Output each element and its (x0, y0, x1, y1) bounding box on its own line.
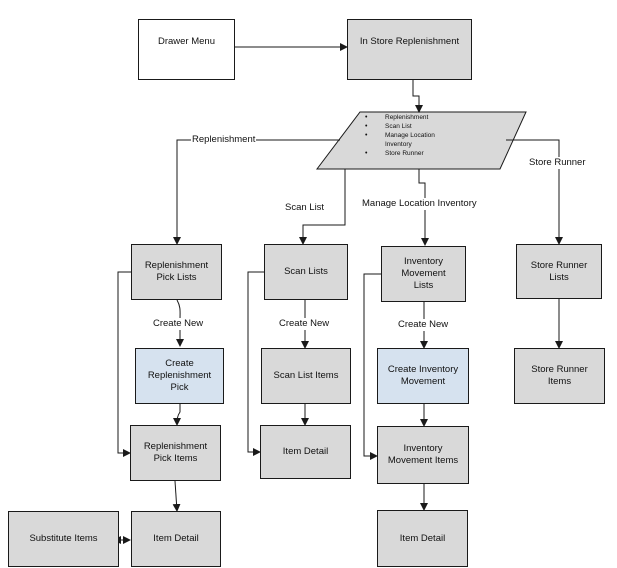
item-detail-label: Item Detail (282, 446, 329, 457)
edge-label-replenishment: Replenishment (191, 134, 257, 146)
edge-label-create-new: Create New (397, 319, 450, 331)
edge-create-to-pickitems (173, 404, 182, 426)
inventory-movement-lists-label: Inventory Movement Lists (401, 256, 446, 291)
replenishment-pick-lists-label: Replenishment Pick Lists (144, 260, 209, 283)
edge-instore-to-options (412, 80, 423, 113)
scan-lists-label: Scan Lists (284, 266, 328, 277)
replenishment-pick-items-node: Replenishment Pick Items (130, 425, 221, 481)
inventory-movement-lists-node: Inventory Movement Lists (381, 246, 466, 302)
in-store-replenishment-node: In Store Replenishment (347, 19, 472, 80)
scan-list-items-label: Scan List Items (273, 370, 339, 381)
substitute-items-node: Substitute Items (8, 511, 119, 567)
edge-scanlists-to-itemdetail (247, 271, 264, 456)
create-replenishment-pick-node: Create Replenishment Pick (135, 348, 224, 404)
edge-options-to-scanlist (299, 169, 346, 245)
edge-options-to-storerunner (506, 139, 563, 245)
edge-label-create-new: Create New (152, 318, 205, 330)
options-list-item: Store Runner (357, 149, 507, 158)
edge-label-store-runner: Store Runner (528, 157, 587, 169)
options-list-item: Manage Location Inventory (357, 131, 507, 149)
scan-list-items-node: Scan List Items (261, 348, 351, 404)
create-inventory-movement-node: Create Inventory Movement (377, 348, 469, 404)
options-list: Replenishment Scan List Manage Location … (357, 113, 507, 169)
drawer-menu-node: Drawer Menu (138, 19, 235, 80)
inventory-movement-items-label: Inventory Movement Items (387, 443, 459, 466)
edge-options-to-inventory (418, 169, 429, 246)
edge-label-manage-location-inventory: Manage Location Inventory (361, 198, 478, 210)
store-runner-lists-node: Store Runner Lists (516, 244, 602, 299)
store-runner-items-label: Store Runner Items (531, 364, 588, 387)
item-detail-inventory-node: Item Detail (377, 510, 468, 567)
create-replenishment-pick-label: Create Replenishment Pick (147, 358, 212, 393)
store-runner-lists-label: Store Runner Lists (530, 259, 588, 283)
edge-options-to-replenishment (173, 139, 340, 245)
item-detail-label: Item Detail (399, 532, 446, 544)
scan-lists-node: Scan Lists (264, 244, 348, 300)
replenishment-pick-items-label: Replenishment Pick Items (143, 441, 208, 464)
options-list-item: Scan List (357, 122, 507, 131)
inventory-movement-items-node: Inventory Movement Items (377, 426, 469, 484)
replenishment-pick-lists-node: Replenishment Pick Lists (131, 244, 222, 300)
options-list-item: Replenishment (357, 113, 507, 122)
edge-label-create-new: Create New (278, 318, 331, 330)
drawer-menu-label: Drawer Menu (157, 36, 216, 47)
edge-invlists-to-invitems (363, 273, 381, 460)
item-detail-label: Item Detail (153, 533, 199, 544)
in-store-replenishment-label: In Store Replenishment (359, 36, 460, 47)
store-runner-items-node: Store Runner Items (514, 348, 605, 404)
item-detail-scan-node: Item Detail (260, 425, 351, 479)
substitute-items-label: Substitute Items (29, 533, 98, 544)
item-detail-replenishment-node: Item Detail (131, 511, 221, 567)
create-inventory-movement-label: Create Inventory Movement (387, 364, 459, 387)
edge-picklists-to-pickitems (117, 271, 131, 457)
edge-label-scan-list: Scan List (284, 202, 326, 214)
edge-pickitems-to-itemdetail (172, 480, 181, 512)
